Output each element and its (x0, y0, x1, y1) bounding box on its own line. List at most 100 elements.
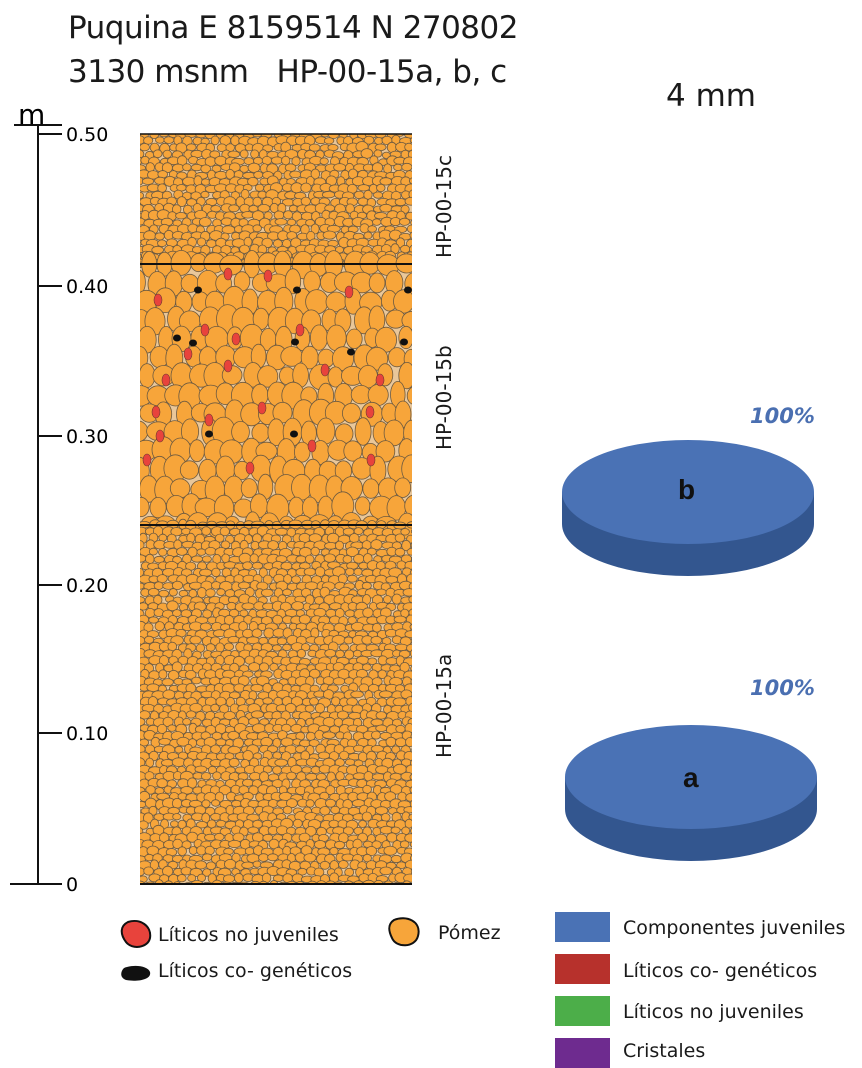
pumice-clast (260, 588, 274, 597)
pumice-clast (305, 219, 316, 227)
lithic-clast-red (142, 453, 152, 467)
pumice-clast (231, 420, 250, 443)
pumice-clast (140, 596, 146, 604)
pumice-clast (140, 269, 146, 295)
pumice-clast (221, 225, 236, 235)
pumice-clast (410, 665, 412, 672)
pumice-clast (344, 758, 356, 766)
pumice-clast (201, 799, 211, 808)
pumice-clast (163, 136, 175, 144)
pumice-clast (332, 881, 344, 884)
pumice-clast (211, 799, 221, 807)
pumice-clast (249, 771, 262, 781)
pumice-clast (175, 211, 188, 220)
pumice-clast (304, 554, 315, 564)
pumice-clast (354, 417, 372, 446)
pumice-clast (254, 183, 265, 192)
pumice-clast (154, 621, 165, 632)
pumice-clast (215, 820, 227, 828)
pumice-clast (412, 206, 420, 214)
pumice-clast (226, 601, 237, 611)
lithic-clast-black (290, 430, 298, 438)
pumice-clast (282, 805, 293, 815)
pumice-clast (189, 439, 205, 463)
pumice-clast (157, 183, 167, 193)
pumice-clast (227, 840, 242, 849)
pie-chart-a (565, 725, 817, 861)
pumice-clast (305, 731, 316, 741)
pumice-clast (375, 711, 388, 720)
pumice-clast (288, 496, 305, 519)
pumice-clast (395, 724, 406, 734)
pumice-clast (241, 602, 255, 610)
lithic-clast-black (189, 339, 197, 347)
pumice-clast (210, 744, 222, 755)
pumice-clast (131, 183, 140, 193)
pumice-clast (408, 595, 412, 604)
pumice-clast (191, 676, 202, 685)
pumice-clast (383, 845, 398, 856)
pumice-clast (394, 198, 407, 207)
pumice-clast (140, 523, 141, 527)
pumice-clast (147, 588, 160, 597)
scale-unit: m (18, 98, 45, 131)
pumice-clast (141, 177, 155, 185)
pumice-clast (140, 520, 142, 534)
pumice-clast (221, 553, 231, 564)
pumice-clast (234, 872, 244, 884)
pumice-clast (410, 854, 412, 862)
pumice-clast (161, 678, 174, 687)
lithic-clast-red (161, 373, 171, 387)
pumice-clast (371, 840, 382, 849)
pumice-clast (140, 370, 141, 383)
pumice-clast (345, 546, 359, 558)
pumice-clast (363, 135, 375, 145)
pumice-clast (140, 738, 150, 747)
pumice-clast (335, 649, 345, 659)
pumice-clast (410, 637, 412, 645)
pumice-clast (304, 704, 315, 713)
pumice-clast (247, 826, 260, 834)
pumice-clast (273, 210, 285, 220)
pumice-clast (331, 696, 341, 706)
pumice-clast (338, 643, 350, 652)
pumice-clast (146, 683, 160, 692)
pumice-clast (292, 818, 303, 829)
pumice-clast (374, 806, 389, 815)
lithic-clast-red (153, 293, 163, 307)
pumice-clast (404, 630, 412, 639)
pumice-clast (194, 860, 208, 870)
pumice-clast (350, 690, 364, 699)
pumice-clast (148, 805, 158, 816)
pumice-clast (240, 478, 258, 499)
pumice-clast (140, 867, 145, 877)
pumice-clast (200, 190, 210, 199)
pumice-clast (182, 163, 192, 172)
lithic-clast-red (375, 373, 385, 387)
pumice-clast (353, 553, 365, 564)
pumice-clast (144, 853, 155, 862)
pumice-clast (291, 473, 313, 501)
pumice-clast (408, 702, 412, 713)
pumice-clast (210, 135, 220, 146)
pumice-clast (343, 636, 354, 645)
pumice-clast (316, 417, 336, 445)
pumice-clast (405, 737, 412, 748)
lithic-clast-black (293, 286, 301, 294)
lithic-clast-red (200, 323, 210, 337)
pumice-clast (131, 226, 140, 234)
pumice-clast (398, 325, 412, 350)
pumice-clast (350, 621, 365, 632)
lithic-clast-red (366, 453, 376, 467)
lithic-clast-red (223, 267, 233, 281)
pumice-clast (239, 244, 250, 254)
lithic-clast-red (263, 269, 273, 283)
pumice-clast (223, 711, 236, 721)
pumice-clast (228, 691, 241, 699)
pumice-clast (140, 548, 142, 555)
lithic-clast-black (404, 286, 412, 294)
pumice-clast (257, 365, 279, 388)
pie-legend-componentes-juveniles: Componentes juveniles (623, 917, 846, 939)
pie-a-label: a (683, 762, 699, 793)
pumice-clast (393, 289, 412, 314)
